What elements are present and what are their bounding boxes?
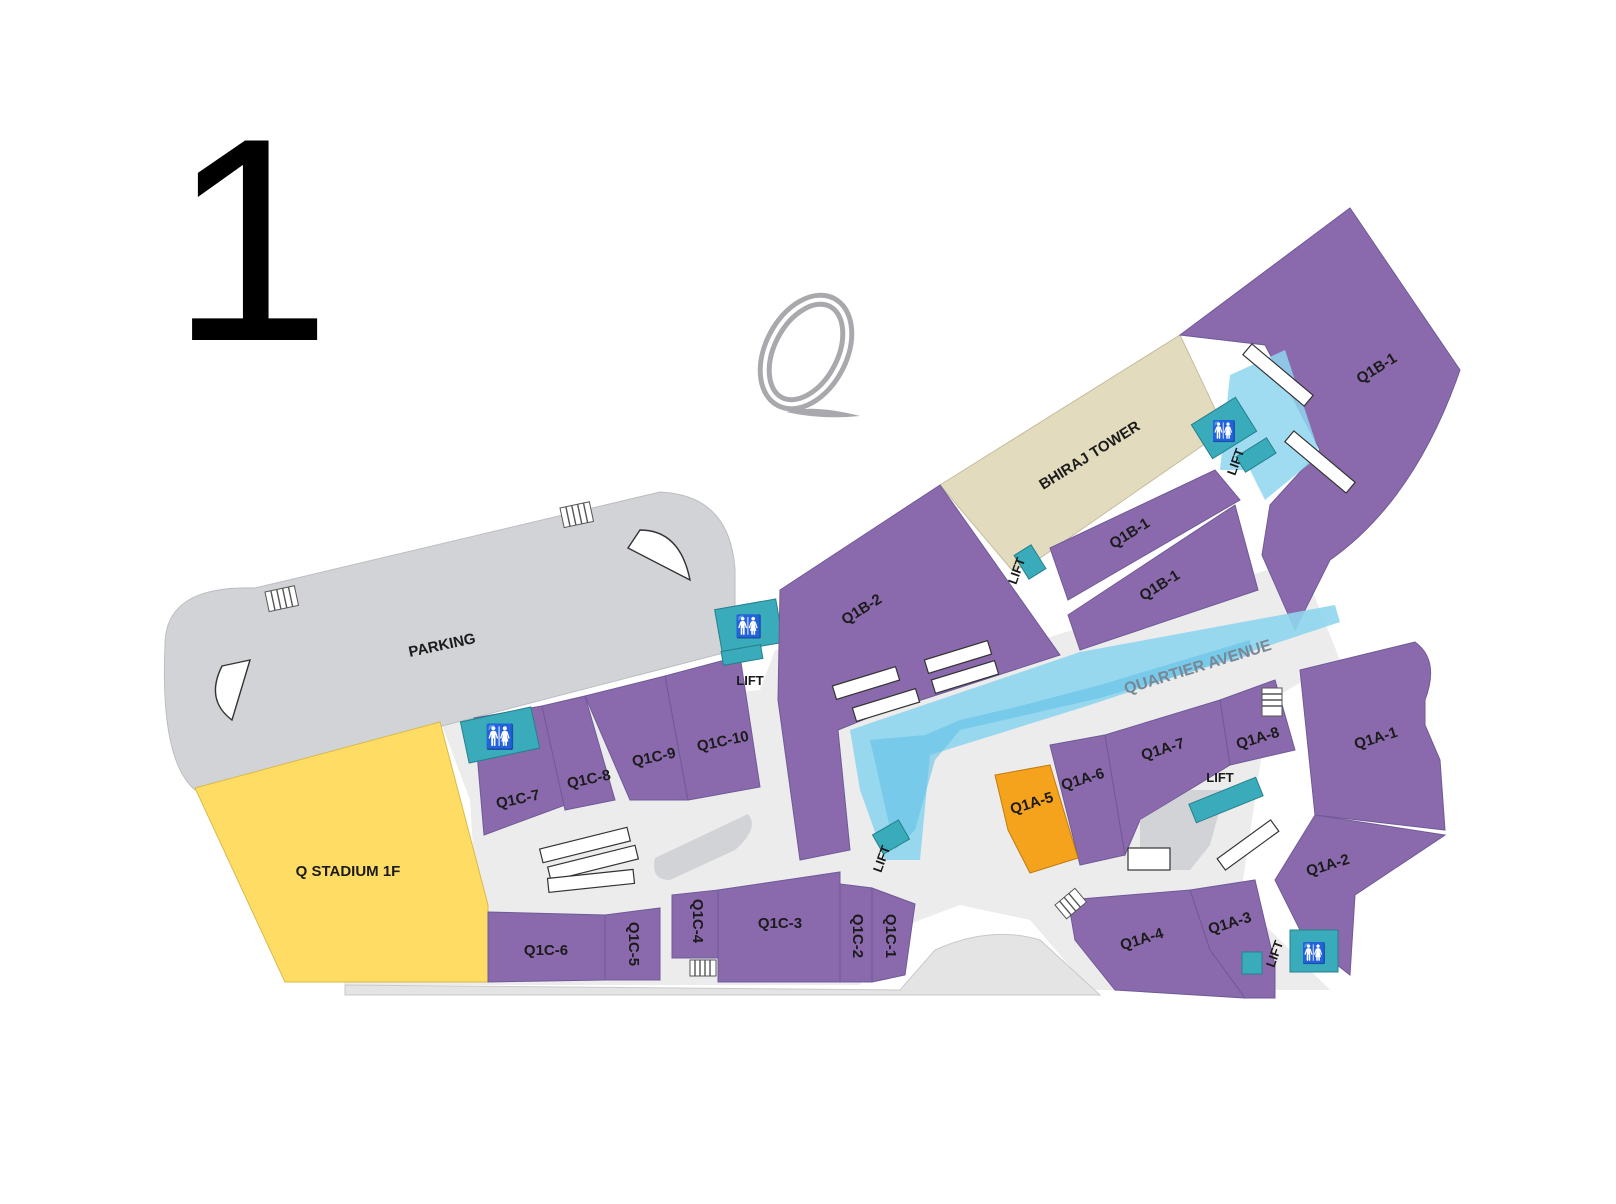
restroom-icon[interactable]: 🚻 bbox=[1289, 929, 1339, 973]
svg-text:🚻: 🚻 bbox=[735, 614, 762, 640]
unit-q1c4: Q1C-4 bbox=[689, 899, 706, 944]
stairs-icon bbox=[1054, 887, 1088, 920]
q1a-core: LIFT 🚻 LIFT bbox=[1054, 687, 1339, 975]
svg-text:🚻: 🚻 bbox=[485, 723, 515, 751]
svg-text:LIFT: LIFT bbox=[1206, 770, 1233, 785]
parking-shape bbox=[163, 491, 736, 791]
svg-text:🚻: 🚻 bbox=[1212, 419, 1237, 443]
svg-text:🚻: 🚻 bbox=[1302, 941, 1327, 965]
q1a-shops: Q1A-6 Q1A-7 Q1A-8 Q1A-1 Q1A-2 Q1A-3 Q1A-… bbox=[994, 641, 1447, 999]
stadium-zone: Q STADIUM 1F bbox=[194, 721, 489, 983]
q-logo-icon bbox=[757, 292, 860, 418]
stairs-icon bbox=[264, 585, 300, 613]
restroom-icon[interactable]: 🚻 bbox=[459, 706, 541, 764]
floor-number: 1 bbox=[170, 78, 332, 402]
svg-text:LIFT: LIFT bbox=[736, 673, 763, 688]
escalator-icon[interactable] bbox=[831, 639, 1000, 723]
q1b-shops: Q1B-1 Q1B-1 Q1B-1 Q1B-2 bbox=[777, 207, 1461, 861]
lift-q1a[interactable]: LIFT bbox=[1188, 770, 1264, 824]
restroom-icon[interactable]: 🚻 bbox=[1190, 396, 1258, 460]
bhiraj-tower: BHIRAJ TOWER bbox=[939, 334, 1226, 571]
escalator-icon[interactable] bbox=[1242, 343, 1356, 494]
stairs-icon bbox=[1261, 687, 1283, 717]
stairs-icon bbox=[559, 501, 595, 529]
escalator-icon[interactable] bbox=[1127, 819, 1280, 871]
unit-q1c1: Q1C-1 bbox=[882, 914, 899, 958]
stairs-icon bbox=[689, 959, 717, 977]
escalator-icon[interactable] bbox=[538, 826, 640, 894]
restroom-icon[interactable]: 🚻 bbox=[714, 598, 784, 654]
lift-west[interactable]: LIFT bbox=[720, 644, 764, 688]
unit-q1c6: Q1C-6 bbox=[524, 942, 568, 959]
unit-q1c3: Q1C-3 bbox=[758, 915, 802, 932]
unit-q1c2: Q1C-2 bbox=[849, 914, 866, 958]
planter bbox=[654, 814, 752, 880]
parking-area: PARKING bbox=[163, 491, 736, 791]
stadium-label: Q STADIUM 1F bbox=[296, 863, 401, 880]
unit-q1c5: Q1C-5 bbox=[625, 922, 642, 966]
unit-q1a5-highlight[interactable] bbox=[994, 764, 1079, 874]
east-core: 🚻 LIFT bbox=[1190, 343, 1356, 500]
